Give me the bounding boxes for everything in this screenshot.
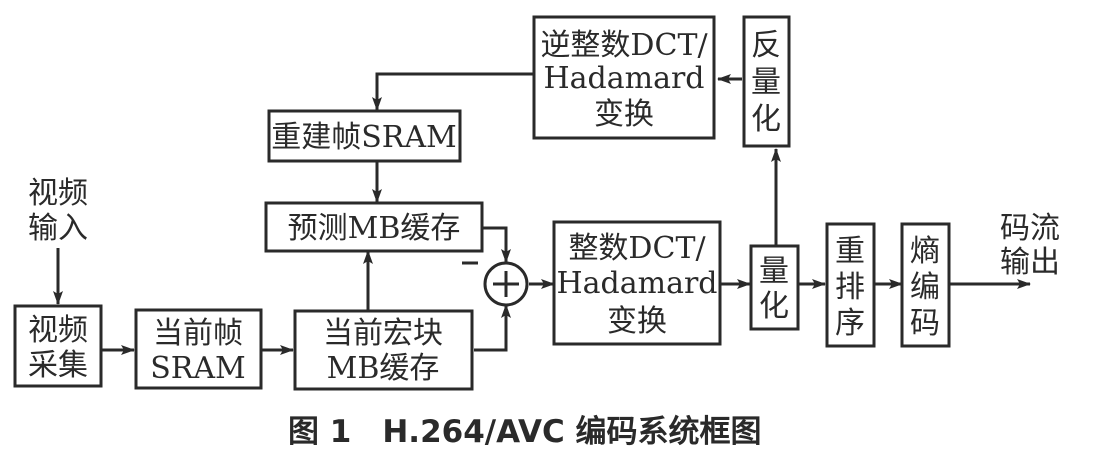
node-video-capture: 视频 采集 (13, 304, 103, 388)
node-label-line: 量 (751, 65, 781, 100)
node-label-line: 逆整数DCT/ (540, 28, 708, 63)
node-label-line: MB缓存 (327, 351, 440, 386)
node-label-line: Hadamard (543, 61, 704, 96)
node-label-line: 当前宏块 (323, 316, 443, 351)
label-line: 输入 (28, 211, 88, 246)
node-reorder: 重 排 序 (825, 222, 876, 348)
node-reconstructed-frame-sram: 重建帧SRAM (267, 109, 462, 163)
node-label-line: 编 (910, 270, 940, 305)
node-label-line: Hadamard (556, 266, 717, 301)
node-label-line: 化 (759, 289, 789, 324)
node-label-line: 排 (835, 270, 865, 305)
node-inverse-quantization: 反 量 化 (742, 15, 791, 148)
node-label-line: 码 (910, 306, 940, 341)
node-label: 预测MB缓存 (288, 211, 461, 246)
label-video-input: 视频 输入 (28, 176, 88, 246)
label-bitstream-output: 码流 输出 (1000, 211, 1060, 280)
node-label-line: 整数DCT/ (568, 231, 706, 266)
node-label-line: 当前帧 (153, 316, 243, 351)
node-label-line: 变换 (607, 304, 667, 339)
node-predicted-mb-buffer: 预测MB缓存 (264, 201, 484, 253)
node-integer-dct: 整数DCT/ Hadamard 变换 (552, 220, 722, 346)
node-inverse-dct: 逆整数DCT/ Hadamard 变换 (532, 15, 716, 140)
label-line: 输出 (1000, 245, 1060, 280)
node-label-line: 视频 (28, 313, 88, 348)
node-current-frame-sram: 当前帧 SRAM (134, 308, 263, 390)
node-label: 重建帧SRAM (271, 120, 457, 155)
node-label-line: 重 (835, 234, 865, 269)
node-entropy-coding: 熵 编 码 (900, 222, 951, 348)
node-quantization: 量 化 (749, 244, 800, 331)
edge-predicted-to-summer (483, 226, 511, 263)
edge-mb-to-summer (474, 304, 511, 352)
node-label-line: 序 (835, 306, 865, 341)
node-label-line: 变换 (594, 97, 654, 132)
figure-caption: 图 1 H.264/AVC 编码系统框图 (288, 414, 762, 450)
node-label-line: 采集 (28, 348, 88, 383)
node-label-line: 量 (759, 254, 789, 289)
node-current-mb-buffer: 当前宏块 MB缓存 (293, 309, 474, 391)
node-label-line: SRAM (150, 351, 246, 386)
node-label-line: 化 (751, 102, 781, 137)
edge-invdct-to-recon (372, 72, 534, 111)
label-line: 码流 (1000, 211, 1060, 246)
label-line: 视频 (28, 176, 88, 211)
summing-junction (483, 261, 529, 307)
edges (53, 72, 1031, 355)
node-label-line: 反 (751, 28, 781, 63)
node-label-line: 熵 (910, 234, 940, 269)
